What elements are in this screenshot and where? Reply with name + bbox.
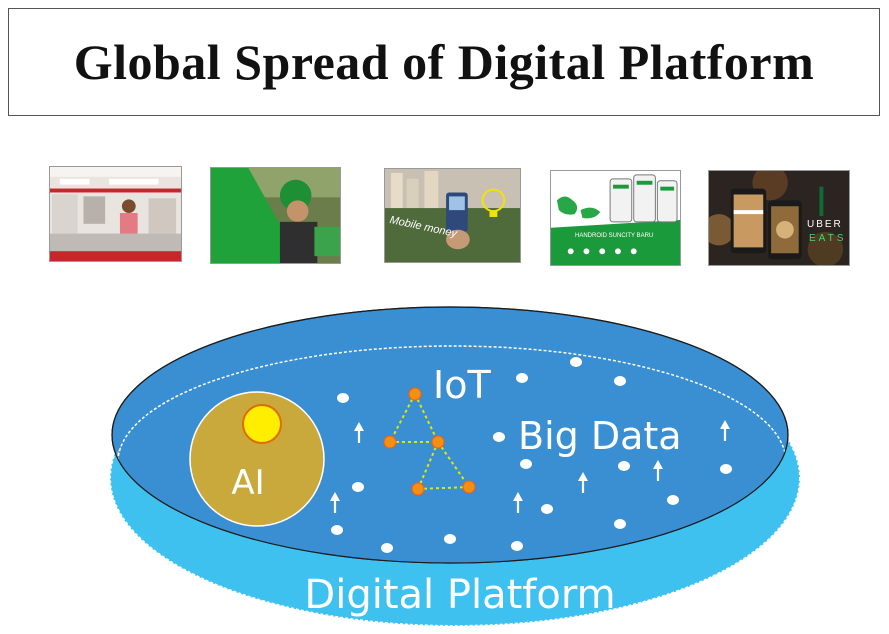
ai-label: AI [231, 463, 264, 503]
arrow-up-icon [653, 460, 663, 481]
iot-node [383, 435, 397, 449]
iot-network [389, 393, 470, 490]
title-box: Global Spread of Digital Platform [8, 8, 880, 116]
data-dot [520, 459, 532, 469]
data-dot [352, 482, 364, 492]
arrow-up-icon [330, 492, 340, 513]
data-dot [493, 432, 505, 442]
iot-label: IoT [433, 363, 491, 407]
uber-eats-photo: UBER EATS [708, 170, 850, 266]
iot-node [411, 482, 425, 496]
data-dot [720, 464, 732, 474]
bigdata-label: Big Data [518, 414, 682, 458]
iot-node [408, 387, 422, 401]
iot-node [462, 480, 476, 494]
mobile-money-photo: Mobile money [384, 168, 521, 263]
arrow-up-icon [578, 472, 588, 493]
data-dot [511, 541, 523, 551]
data-dot [541, 504, 553, 514]
app-screens-caption: HANDROID SUNCITY BARU [575, 233, 654, 239]
sun-icon [242, 404, 282, 444]
iot-nodes [383, 387, 476, 496]
platform-label: Digital Platform [304, 572, 615, 618]
iot-node [431, 435, 445, 449]
data-dot [618, 461, 630, 471]
page-title: Global Spread of Digital Platform [73, 34, 815, 90]
data-dots [331, 357, 732, 553]
arrow-up-icon [720, 420, 730, 441]
app-screens-photo: HANDROID SUNCITY BARU [550, 170, 681, 266]
ride-hailing-photo [210, 167, 341, 264]
data-dot [331, 525, 343, 535]
data-dot [570, 357, 582, 367]
arrow-up-icon [354, 422, 364, 443]
shop-counter-photo [49, 166, 182, 262]
data-dot [444, 534, 456, 544]
data-dot [614, 376, 626, 386]
data-dot [614, 519, 626, 529]
uber-caption: UBER [807, 219, 843, 230]
data-dot [337, 393, 349, 403]
data-dot [516, 373, 528, 383]
ai-circle [189, 391, 325, 527]
arrow-up-icon [513, 492, 523, 513]
upward-arrows [330, 420, 730, 513]
data-dot [667, 495, 679, 505]
eats-caption: EATS [809, 233, 847, 244]
data-dot [381, 543, 393, 553]
